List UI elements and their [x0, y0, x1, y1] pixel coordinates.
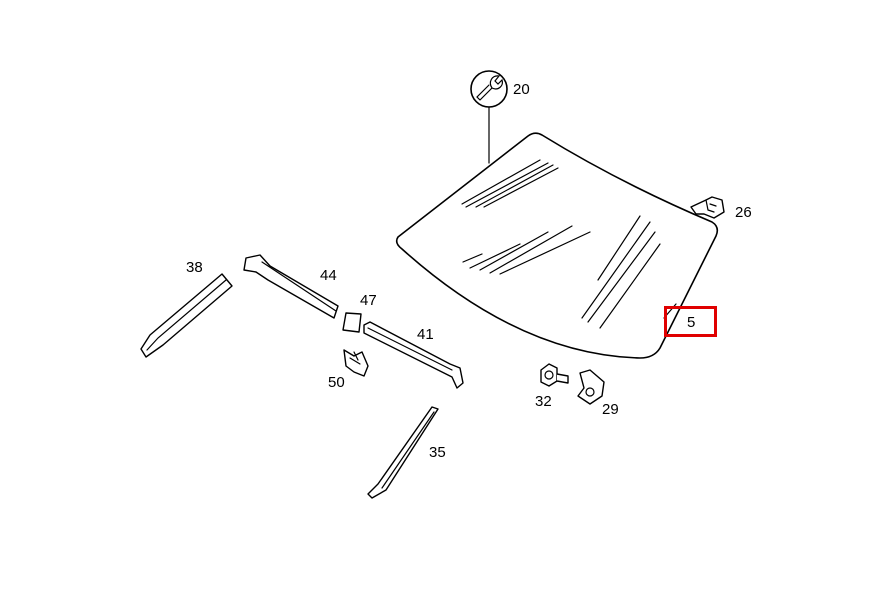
label-44: 44	[320, 267, 337, 284]
label-47: 47	[360, 292, 377, 309]
label-38: 38	[186, 259, 203, 276]
molding-38[interactable]	[140, 273, 233, 358]
clip-50[interactable]	[343, 349, 369, 377]
label-50: 50	[328, 374, 345, 391]
clip-26[interactable]	[690, 196, 725, 219]
label-29: 29	[602, 401, 619, 418]
label-32: 32	[535, 393, 552, 410]
label-5: 5	[687, 314, 696, 331]
label-41: 41	[417, 326, 434, 343]
wrench-icon	[470, 70, 508, 108]
bolt-32[interactable]	[540, 363, 569, 387]
molding-41[interactable]	[363, 321, 464, 389]
label-35: 35	[429, 444, 446, 461]
molding-44[interactable]	[243, 254, 339, 319]
windshield[interactable]	[395, 132, 719, 359]
label-20: 20	[513, 81, 530, 98]
connector-47[interactable]	[342, 312, 362, 333]
bracket-29[interactable]	[577, 369, 605, 405]
highlight-box-part-5[interactable]: 5	[664, 306, 717, 337]
label-26: 26	[735, 204, 752, 221]
molding-35[interactable]	[367, 406, 439, 499]
